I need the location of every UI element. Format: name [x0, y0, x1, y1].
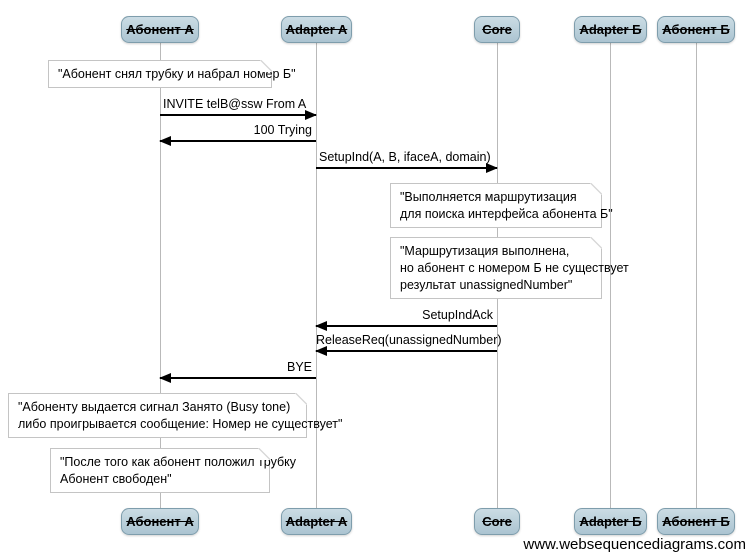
participant-abonent-a-bottom: Абонент A — [121, 508, 199, 535]
note-line: но абонент с номером Б не существует — [400, 261, 629, 275]
participant-label: Adapter Б — [579, 514, 642, 529]
note-line: "Абонент снял трубку и набрал номер Б" — [58, 67, 296, 81]
arrowhead-left-icon — [315, 346, 327, 356]
participant-label: Абонент A — [126, 22, 194, 37]
participant-label: Абонент Б — [662, 514, 730, 529]
participant-label: Adapter A — [285, 514, 348, 529]
arrowhead-left-icon — [159, 373, 171, 383]
message-label: 100 Trying — [253, 123, 312, 137]
participant-core-bottom: Core — [474, 508, 520, 535]
note-routing-result: "Маршрутизация выполнена, но абонент с н… — [390, 237, 629, 299]
participant-core-top: Core — [474, 16, 520, 43]
message-label: SetupInd(A, B, ifaceA, domain) — [319, 150, 491, 164]
participant-adapter-b-top: Adapter Б — [574, 16, 647, 43]
participant-adapter-a-bottom: Adapter A — [281, 508, 352, 535]
participant-label: Core — [482, 22, 512, 37]
participant-label: Core — [482, 514, 512, 529]
message-label: BYE — [286, 360, 312, 374]
participant-adapter-a-top: Adapter A — [281, 16, 352, 43]
note-caller-offhook: "Абонент снял трубку и набрал номер Б" — [48, 60, 296, 88]
message-100-trying: 100 Trying — [159, 123, 316, 146]
arrowhead-right-icon — [305, 110, 317, 120]
participant-label: Абонент Б — [662, 22, 730, 37]
lifeline-adapter-a — [316, 43, 317, 508]
arrowhead-left-icon — [315, 321, 327, 331]
note-onhook-free: "После того как абонент положил трубку А… — [50, 448, 296, 493]
message-setupind: SetupInd(A, B, ifaceA, domain) — [316, 150, 498, 173]
message-setupindack: SetupIndAck — [315, 308, 497, 331]
arrowhead-left-icon — [159, 136, 171, 146]
message-label: INVITE telB@ssw From A — [163, 97, 307, 111]
participant-label: Абонент A — [126, 514, 194, 529]
message-invite: INVITE telB@ssw From A — [160, 97, 317, 120]
message-releasereq: ReleaseReq(unassignedNumber) — [315, 333, 502, 356]
note-line: результат unassignedNumber" — [400, 278, 573, 292]
message-bye: BYE — [159, 360, 316, 383]
lifeline-abonent-b — [696, 43, 697, 508]
participant-abonent-a-top: Абонент A — [121, 16, 199, 43]
lifeline-adapter-b — [610, 43, 611, 508]
note-line: либо проигрывается сообщение: Номер не с… — [18, 417, 343, 431]
participant-label: Adapter Б — [579, 22, 642, 37]
participant-label: Adapter A — [285, 22, 348, 37]
note-busy-tone: "Абоненту выдается сигнал Занято (Busy t… — [8, 393, 343, 438]
note-line: Абонент свободен" — [60, 472, 172, 486]
lifeline-abonent-a — [160, 43, 161, 508]
note-line: "Маршрутизация выполнена, — [400, 244, 570, 258]
message-label: SetupIndAck — [422, 308, 493, 322]
note-line: "После того как абонент положил трубку — [60, 455, 296, 469]
note-line: для поиска интерфейса абонента Б" — [400, 207, 613, 221]
participant-abonent-b-top: Абонент Б — [657, 16, 735, 43]
watermark: www.websequencediagrams.com — [523, 536, 746, 553]
participant-abonent-b-bottom: Абонент Б — [657, 508, 735, 535]
note-routing-search: "Выполняется маршрутизация для поиска ин… — [390, 183, 613, 228]
arrowhead-right-icon — [486, 163, 498, 173]
message-label: ReleaseReq(unassignedNumber) — [316, 333, 502, 347]
note-line: "Выполняется маршрутизация — [400, 190, 577, 204]
note-line: "Абоненту выдается сигнал Занято (Busy t… — [18, 400, 291, 414]
participant-adapter-b-bottom: Adapter Б — [574, 508, 647, 535]
